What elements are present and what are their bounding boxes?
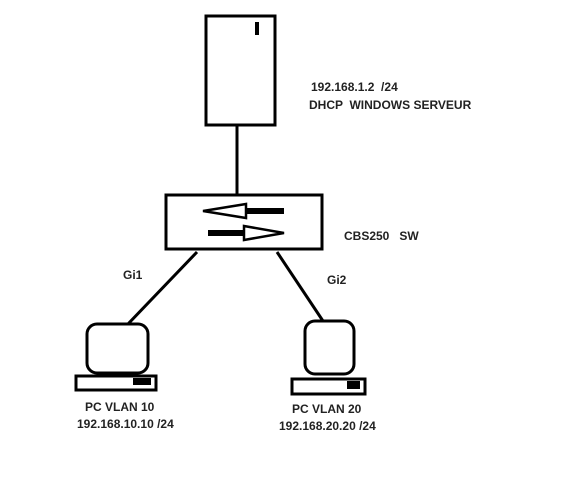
link-gi2: [275, 251, 325, 322]
pc-right-icon: [290, 319, 367, 396]
port-gi2-label: Gi2: [327, 273, 347, 287]
pc-left-name: PC VLAN 10: [85, 400, 155, 414]
server-ip-label: 192.168.1.2 /24: [311, 80, 398, 94]
switch-icon: [164, 193, 324, 251]
pc-right-name: PC VLAN 20: [292, 402, 362, 416]
pc-left-icon: [74, 322, 158, 392]
pc-right-ip: 192.168.20.20 /24: [279, 419, 376, 433]
pc-left-ip: 192.168.10.10 /24: [77, 417, 174, 431]
server-role-label: DHCP WINDOWS SERVEUR: [309, 98, 472, 112]
arrow-right-icon: [208, 224, 285, 242]
switch-label: CBS250 SW: [344, 229, 419, 243]
port-gi1-label: Gi1: [123, 268, 143, 282]
arrow-left-icon: [202, 202, 284, 220]
server-icon: [204, 14, 277, 127]
link-gi1: [126, 250, 199, 326]
